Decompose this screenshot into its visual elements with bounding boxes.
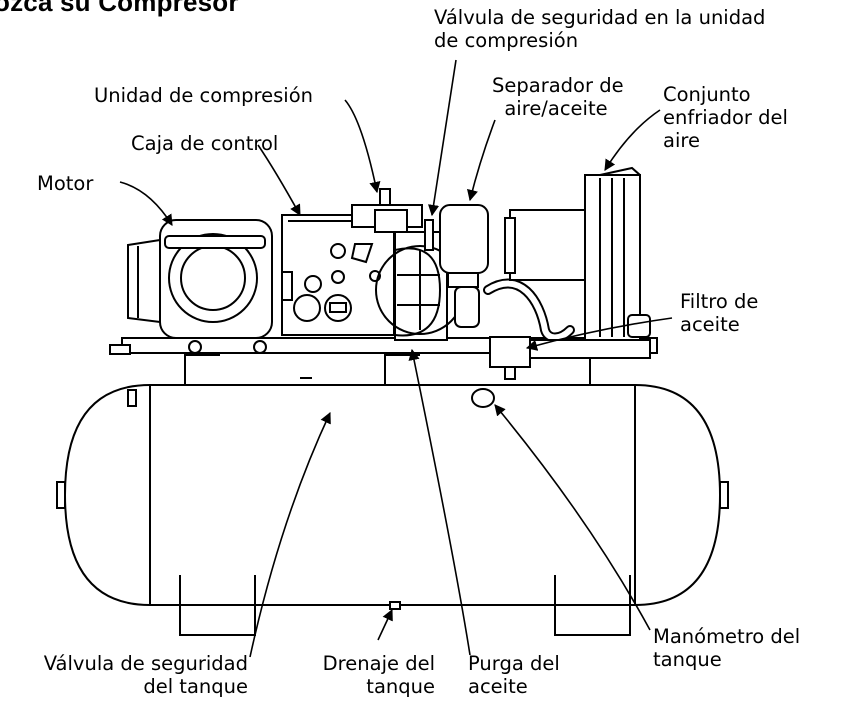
leader-valvula-unidad: [428, 59, 457, 217]
leader-conjunto: [604, 109, 661, 171]
label-valvula-tanque: Válvula de seguridad del tanque: [43, 652, 248, 698]
label-filtro-aceite: Filtro de aceite: [680, 290, 759, 336]
label-drenaje: Drenaje del tanque: [322, 652, 435, 698]
label-purga: Purga del aceite: [468, 652, 560, 698]
label-conjunto-enfriador: Conjunto enfriador del aire: [663, 83, 788, 152]
leader-manometro: [494, 404, 651, 631]
leader-purga: [408, 348, 471, 656]
leader-caja: [257, 144, 301, 216]
oil-filter: [489, 336, 531, 368]
leader-separador: [467, 119, 496, 202]
leader-drenaje: [377, 608, 393, 641]
label-caja-control: Caja de control: [131, 132, 279, 155]
cooler-fan-housing: [509, 209, 586, 281]
label-valvula-unidad: Válvula de seguridad en la unidad de com…: [434, 6, 766, 52]
tank-safety-valve: [127, 389, 137, 407]
label-manometro: Manómetro del tanque: [653, 625, 801, 671]
tank-leg-left: [179, 575, 256, 636]
tank-leg-right: [554, 575, 631, 636]
leader-filtro: [525, 317, 673, 351]
air-oil-separator: [439, 204, 489, 274]
page-title: ozca su Compresor: [0, 0, 239, 17]
label-unidad-compresion: Unidad de compresión: [94, 84, 314, 107]
leader-unidad: [344, 99, 381, 194]
leader-valvula-tanque: [249, 411, 331, 658]
label-motor: Motor: [37, 172, 94, 195]
label-separador: Separador de aire/aceite: [492, 74, 624, 120]
leader-motor: [119, 181, 173, 226]
tank: [63, 384, 722, 606]
tank-gauge: [471, 388, 495, 408]
